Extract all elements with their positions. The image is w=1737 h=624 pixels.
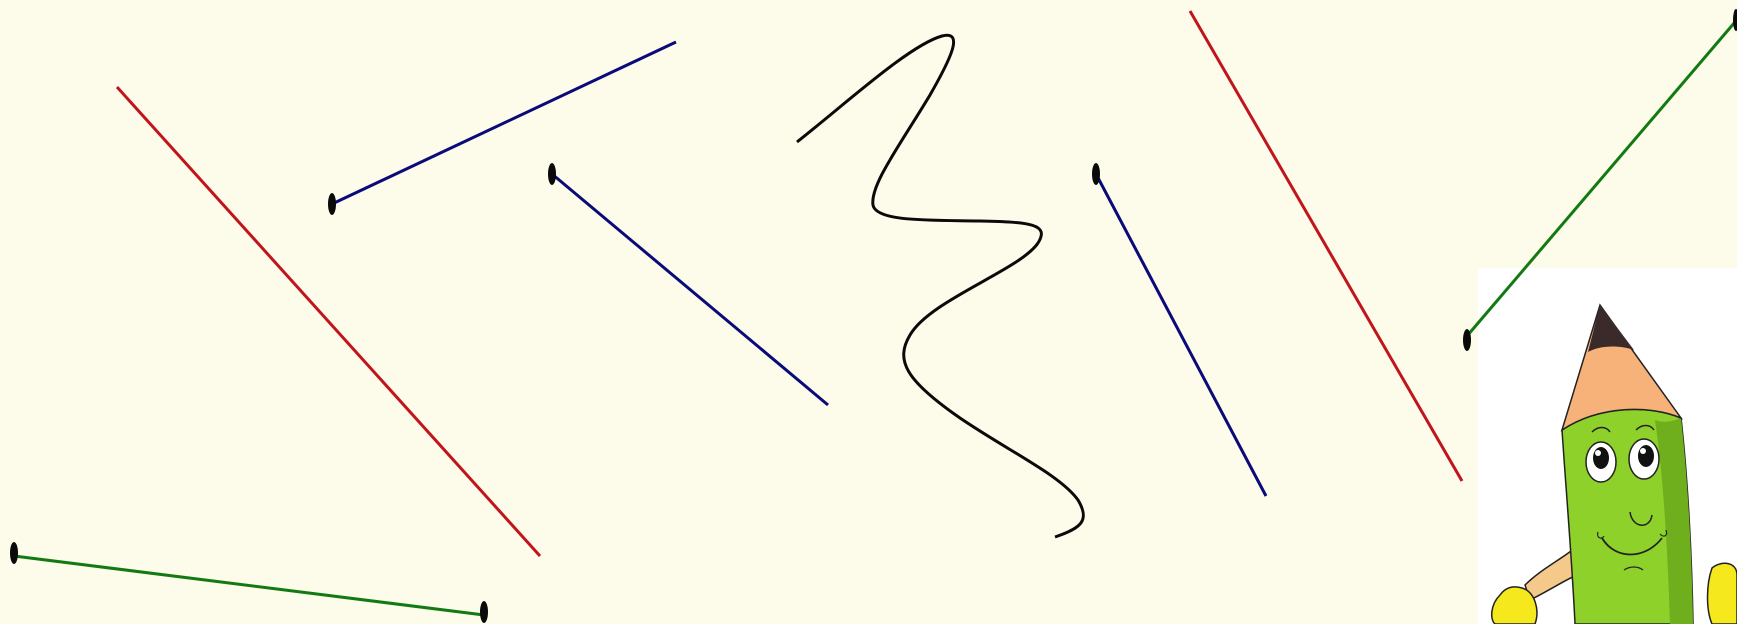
red-segment-right [1190, 11, 1462, 481]
green-segment-bottom [14, 556, 484, 615]
endpoint-dot [548, 163, 556, 185]
blue-segment-middle [552, 174, 828, 405]
eye-highlight [1595, 450, 1601, 456]
endpoint-dot [10, 542, 18, 564]
mascot-right-pupil [1638, 445, 1654, 467]
endpoint-dot [1733, 9, 1737, 31]
endpoint-dot [480, 601, 488, 623]
blue-segment-top [332, 42, 676, 204]
mascot-right-hand [1708, 563, 1737, 624]
wavy-curve [797, 35, 1083, 537]
eye-highlight [1640, 448, 1646, 454]
endpoint-dot [328, 193, 336, 215]
green-segment-right [1467, 22, 1735, 336]
red-segment-left [117, 87, 540, 556]
mascot-left-pupil [1593, 447, 1609, 469]
pencil-mascot [1492, 305, 1737, 624]
endpoint-dot [1463, 329, 1471, 351]
endpoint-dot [1092, 163, 1100, 185]
blue-segment-right [1096, 174, 1266, 496]
mascot-left-arm [1525, 548, 1577, 600]
mascot-graphite [1588, 305, 1634, 352]
mascot-left-hand [1492, 587, 1537, 624]
